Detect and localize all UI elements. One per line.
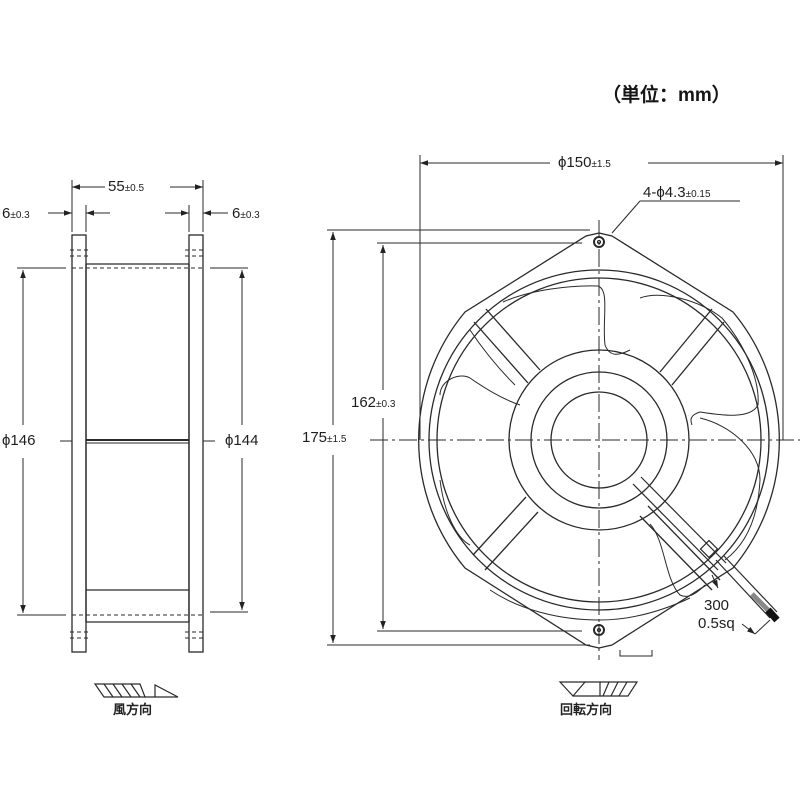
wind-direction-caption: 風方向 bbox=[113, 703, 153, 718]
rotation-direction-caption: 回転方向 bbox=[560, 703, 613, 718]
side-view bbox=[17, 180, 248, 698]
frame-width-dimension: ϕ150±1.5 bbox=[556, 155, 613, 171]
mounting-holes-dimension: 4-ϕ4.3±0.15 bbox=[643, 185, 711, 201]
mounting-holes-value: 4-ϕ4.3 bbox=[643, 184, 686, 201]
flange-left-value: 6 bbox=[2, 205, 11, 222]
frame-height-value: 175 bbox=[302, 429, 328, 446]
frame-height-tolerance: ±1.5 bbox=[327, 434, 347, 445]
unit-label: （単位：mm） bbox=[602, 85, 731, 106]
flange-right-dimension: 6±0.3 bbox=[232, 206, 260, 222]
frame-height-dimension: 175±1.5 bbox=[300, 429, 349, 446]
lead-length-label: 300 bbox=[704, 597, 730, 614]
lead-gauge-label: 0.5sq bbox=[698, 615, 735, 632]
depth-tolerance: ±0.5 bbox=[124, 183, 145, 194]
flange-left-dimension: 6±0.3 bbox=[2, 206, 30, 222]
inner-diameter-label: ϕ144 bbox=[225, 432, 259, 449]
hole-pitch-dimension: 162±0.3 bbox=[349, 394, 398, 411]
flange-right-value: 6 bbox=[232, 205, 241, 222]
depth-dimension: 55±0.5 bbox=[106, 178, 147, 195]
flange-left-tolerance: ±0.3 bbox=[10, 210, 30, 221]
hole-pitch-value: 162 bbox=[351, 394, 377, 411]
frame-width-value: ϕ150 bbox=[558, 154, 592, 171]
frame-width-tolerance: ±1.5 bbox=[591, 159, 611, 170]
mounting-holes-tolerance: ±0.15 bbox=[685, 189, 711, 200]
outer-diameter-label: ϕ146 bbox=[2, 432, 36, 449]
depth-value: 55 bbox=[108, 178, 125, 195]
flange-right-tolerance: ±0.3 bbox=[240, 210, 260, 221]
hole-pitch-tolerance: ±0.3 bbox=[376, 399, 396, 410]
front-view bbox=[327, 155, 800, 697]
